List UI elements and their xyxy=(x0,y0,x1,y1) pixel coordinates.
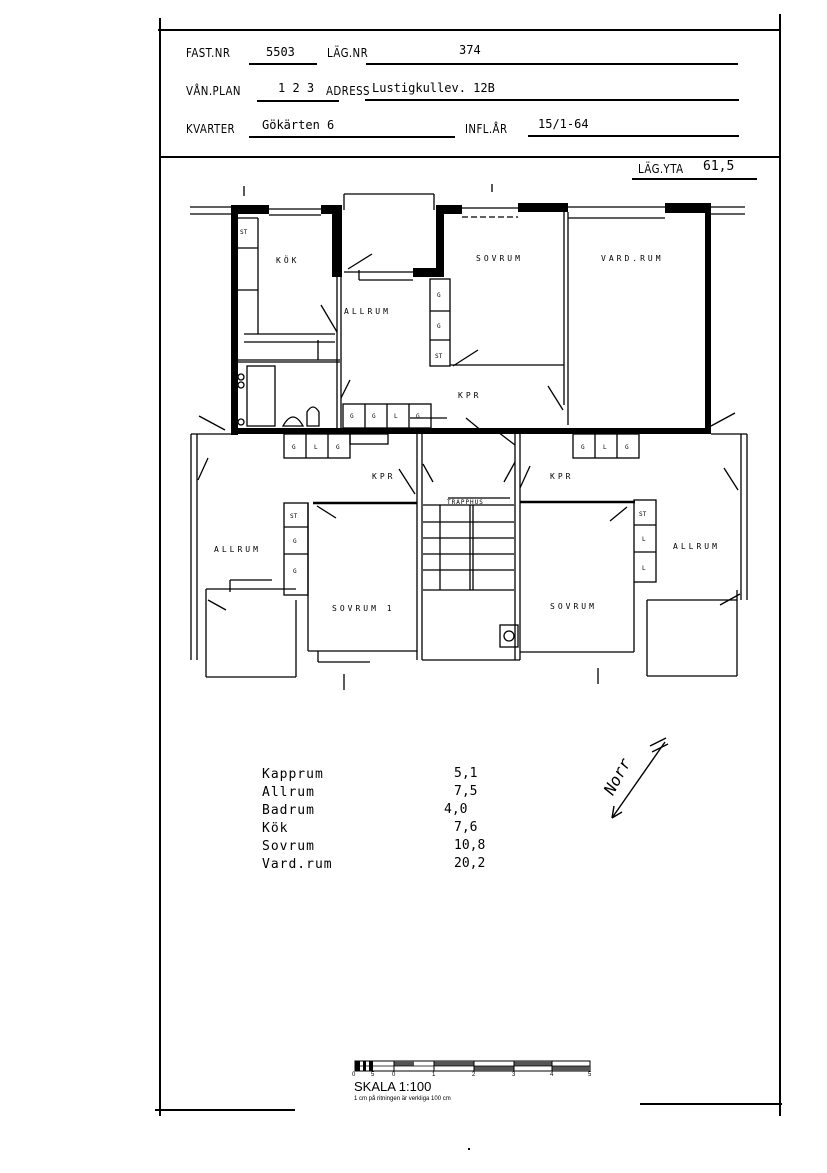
lag-nr-label: LÄG.NR xyxy=(327,46,369,60)
closet-label: G xyxy=(416,413,420,420)
frame-left xyxy=(159,18,161,1116)
lag-yta-underline xyxy=(632,178,757,180)
page-dot xyxy=(468,1148,470,1150)
closet-label: G xyxy=(336,444,340,451)
scale-title: SKALA 1:100 xyxy=(354,1079,432,1094)
room-label-sovrum-top: SOVRUM xyxy=(476,254,523,263)
lag-nr-underline xyxy=(366,63,738,65)
scale-subtitle: 1 cm på ritningen är verkliga 100 cm xyxy=(354,1096,451,1102)
van-plan-underline xyxy=(257,100,339,102)
room-label-kpr-top: KPR xyxy=(458,391,481,400)
lag-yta-value: 61,5 xyxy=(703,159,735,174)
closet-label: ST xyxy=(240,229,248,236)
closet-label: G xyxy=(372,413,376,420)
area-value: 4,0 xyxy=(444,802,468,817)
closet-label: L xyxy=(642,565,646,572)
fast-nr-label: FAST.NR xyxy=(186,46,231,60)
thick-walls xyxy=(231,203,711,435)
frame-bottom-right xyxy=(640,1103,782,1105)
room-label-allrum-top: ALLRUM xyxy=(344,307,391,316)
closet-label: G xyxy=(292,444,296,451)
scale-tick: 3 xyxy=(512,1072,516,1078)
area-name: Kök xyxy=(262,821,289,836)
north-arrow-label: Norr xyxy=(599,755,635,799)
room-label-trappa: TRAPPHUS xyxy=(447,499,484,506)
area-name: Kapprum xyxy=(262,767,324,782)
closet-label: L xyxy=(603,444,607,451)
scale-tick: 4 xyxy=(550,1072,554,1078)
infl-ar-value: 15/1-64 xyxy=(538,117,589,131)
frame-bottom-left xyxy=(155,1109,295,1111)
scale-tick: 5 xyxy=(371,1072,375,1078)
closet-label: G xyxy=(293,568,297,575)
van-plan-value: 1 2 3 xyxy=(278,81,315,95)
closet-label: ST xyxy=(290,513,298,520)
room-label-allrum-right: ALLRUM xyxy=(673,542,720,551)
fast-nr-underline xyxy=(249,63,317,65)
area-value: 10,8 xyxy=(454,838,486,853)
closet-label: ST xyxy=(435,353,443,360)
frame-top xyxy=(158,29,781,31)
area-value: 20,2 xyxy=(454,856,486,871)
room-label-vardrum: VARD.RUM xyxy=(601,254,664,263)
lag-nr-value: 374 xyxy=(459,43,481,57)
scale-tick: 0 xyxy=(392,1072,396,1078)
area-value: 7,5 xyxy=(454,784,478,799)
lag-yta-label: LÄG.YTA xyxy=(638,162,684,176)
closet-label: G xyxy=(437,323,441,330)
room-labels: KÖK ALLRUM SOVRUM VARD.RUM KPR KPR KPR A… xyxy=(214,254,720,613)
room-label-kok: KÖK xyxy=(276,255,299,265)
kvarter-label: KVARTER xyxy=(186,122,236,136)
adress-underline xyxy=(365,99,739,101)
closet-label: G xyxy=(350,413,354,420)
closet-label: G xyxy=(625,444,629,451)
room-label-sovrum-left: SOVRUM 1 xyxy=(332,604,395,613)
closet-label: G xyxy=(437,292,441,299)
kvarter-value: Gökärten 6 xyxy=(262,118,335,132)
room-label-kpr-right: KPR xyxy=(550,472,573,481)
closet-label: G xyxy=(581,444,585,451)
room-label-sovrum-right: SOVRUM xyxy=(550,602,597,611)
closet-label: G xyxy=(293,538,297,545)
area-name: Badrum xyxy=(262,803,315,818)
area-name: Vard.rum xyxy=(262,857,333,872)
scale-tick: 0 xyxy=(352,1072,356,1078)
van-plan-label: VÅN.PLAN xyxy=(186,84,241,98)
closet-label: ST xyxy=(639,511,647,518)
kvarter-underline xyxy=(249,136,455,138)
scale-bar xyxy=(354,1060,591,1072)
adress-value: Lustigkullev. 12B xyxy=(372,81,495,95)
header-divider xyxy=(159,156,781,158)
scale-tick: 1 xyxy=(432,1072,436,1078)
area-name: Sovrum xyxy=(262,839,315,854)
closet-labels: ST G G ST G G L G G L G G L G ST G G ST … xyxy=(240,229,647,575)
adress-label: ADRESS xyxy=(326,84,370,98)
north-arrow-icon: Norr xyxy=(599,737,669,819)
scale-tick: 2 xyxy=(472,1072,476,1078)
closet-label: L xyxy=(394,413,398,420)
thin-walls xyxy=(190,184,748,690)
room-label-kpr-left: KPR xyxy=(372,472,395,481)
area-name: Allrum xyxy=(262,785,315,800)
area-value: 5,1 xyxy=(454,766,478,781)
area-value: 7,6 xyxy=(454,820,478,835)
scale-tick: 5 xyxy=(588,1072,592,1078)
closet-label: L xyxy=(314,444,318,451)
room-label-allrum-left: ALLRUM xyxy=(214,545,261,554)
infl-ar-underline xyxy=(528,135,739,137)
frame-right xyxy=(779,14,781,1116)
closet-label: L xyxy=(642,536,646,543)
fast-nr-value: 5503 xyxy=(266,45,295,59)
infl-ar-label: INFL.ÅR xyxy=(465,122,508,136)
